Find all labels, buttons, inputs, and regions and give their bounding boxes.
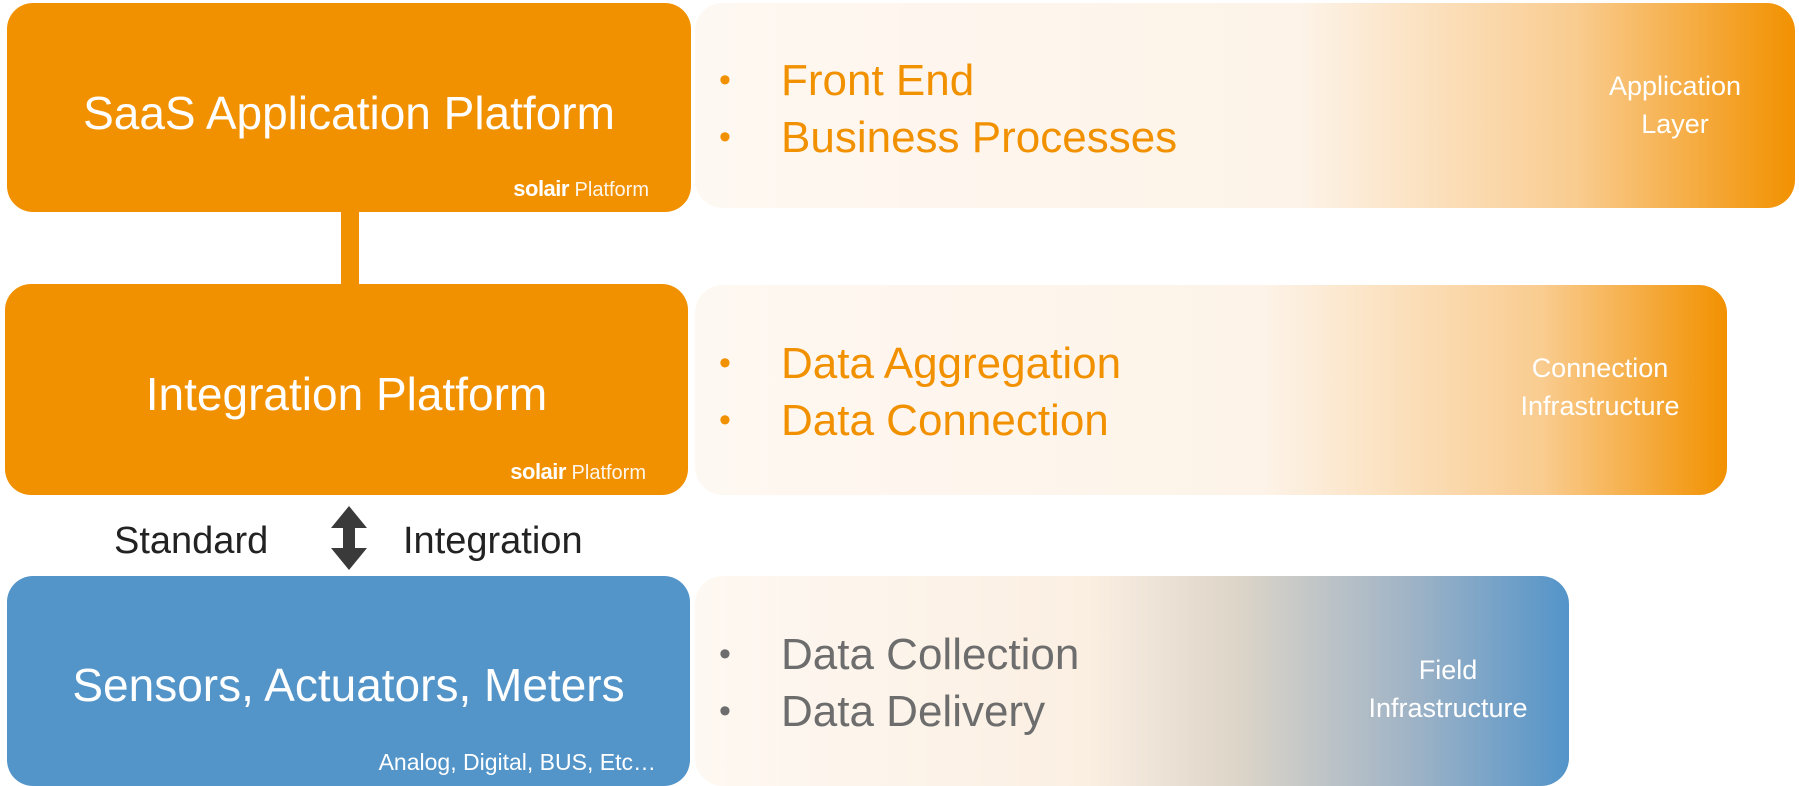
signal-types-note: Analog, Digital, BUS, Etc… [378, 749, 656, 775]
layer-label-line: Connection [1531, 353, 1669, 383]
standard-label: Standard [114, 520, 269, 562]
brand-platform-label: Platform [571, 462, 646, 484]
solair-logo: solair [513, 176, 569, 201]
layer-label-line: Field [1418, 655, 1478, 685]
layer-label-line: Infrastructure [1520, 391, 1680, 421]
bullet-item: Data Connection [719, 392, 1121, 449]
double-arrow-vertical-icon [331, 506, 367, 570]
integration-label: Integration [403, 520, 583, 562]
application-layer-bullets: Front End Business Processes [719, 52, 1177, 166]
solair-platform-brand: solair Platform [510, 459, 646, 484]
sensors-title: Sensors, Actuators, Meters [72, 659, 625, 711]
bullet-item: Front End [719, 52, 1177, 109]
layer-label-line: Infrastructure [1368, 693, 1528, 723]
bullet-item: Data Delivery [719, 683, 1079, 740]
field-infrastructure-band: Data Collection Data Delivery Field Infr… [695, 576, 1569, 786]
bullet-item: Data Aggregation [719, 335, 1121, 392]
integration-platform-title: Integration Platform [145, 368, 548, 420]
solair-logo: solair [510, 459, 566, 484]
field-infrastructure-label: Field Infrastructure [1348, 651, 1548, 727]
layer-label-line: Application [1608, 71, 1742, 101]
connection-infrastructure-band: Data Aggregation Data Connection Connect… [695, 285, 1727, 495]
connection-infrastructure-bullets: Data Aggregation Data Connection [719, 335, 1121, 449]
bullet-item: Data Collection [719, 626, 1079, 683]
saas-platform-title: SaaS Application Platform [83, 87, 615, 139]
application-layer-label: Application Layer [1575, 67, 1775, 143]
sensors-actuators-meters-box: Sensors, Actuators, Meters Analog, Digit… [7, 576, 690, 786]
application-layer-band: Front End Business Processes Application… [695, 3, 1795, 208]
integration-platform-box: Integration Platform solair Platform [5, 284, 688, 495]
platform-connector-line [341, 205, 359, 287]
field-infrastructure-bullets: Data Collection Data Delivery [719, 626, 1079, 740]
saas-application-platform-box: SaaS Application Platform solair Platfor… [7, 3, 691, 212]
bullet-item: Business Processes [719, 109, 1177, 166]
layer-label-line: Layer [1641, 109, 1709, 139]
solair-platform-brand: solair Platform [513, 176, 649, 201]
brand-platform-label: Platform [574, 179, 649, 201]
connection-infrastructure-label: Connection Infrastructure [1500, 349, 1700, 425]
